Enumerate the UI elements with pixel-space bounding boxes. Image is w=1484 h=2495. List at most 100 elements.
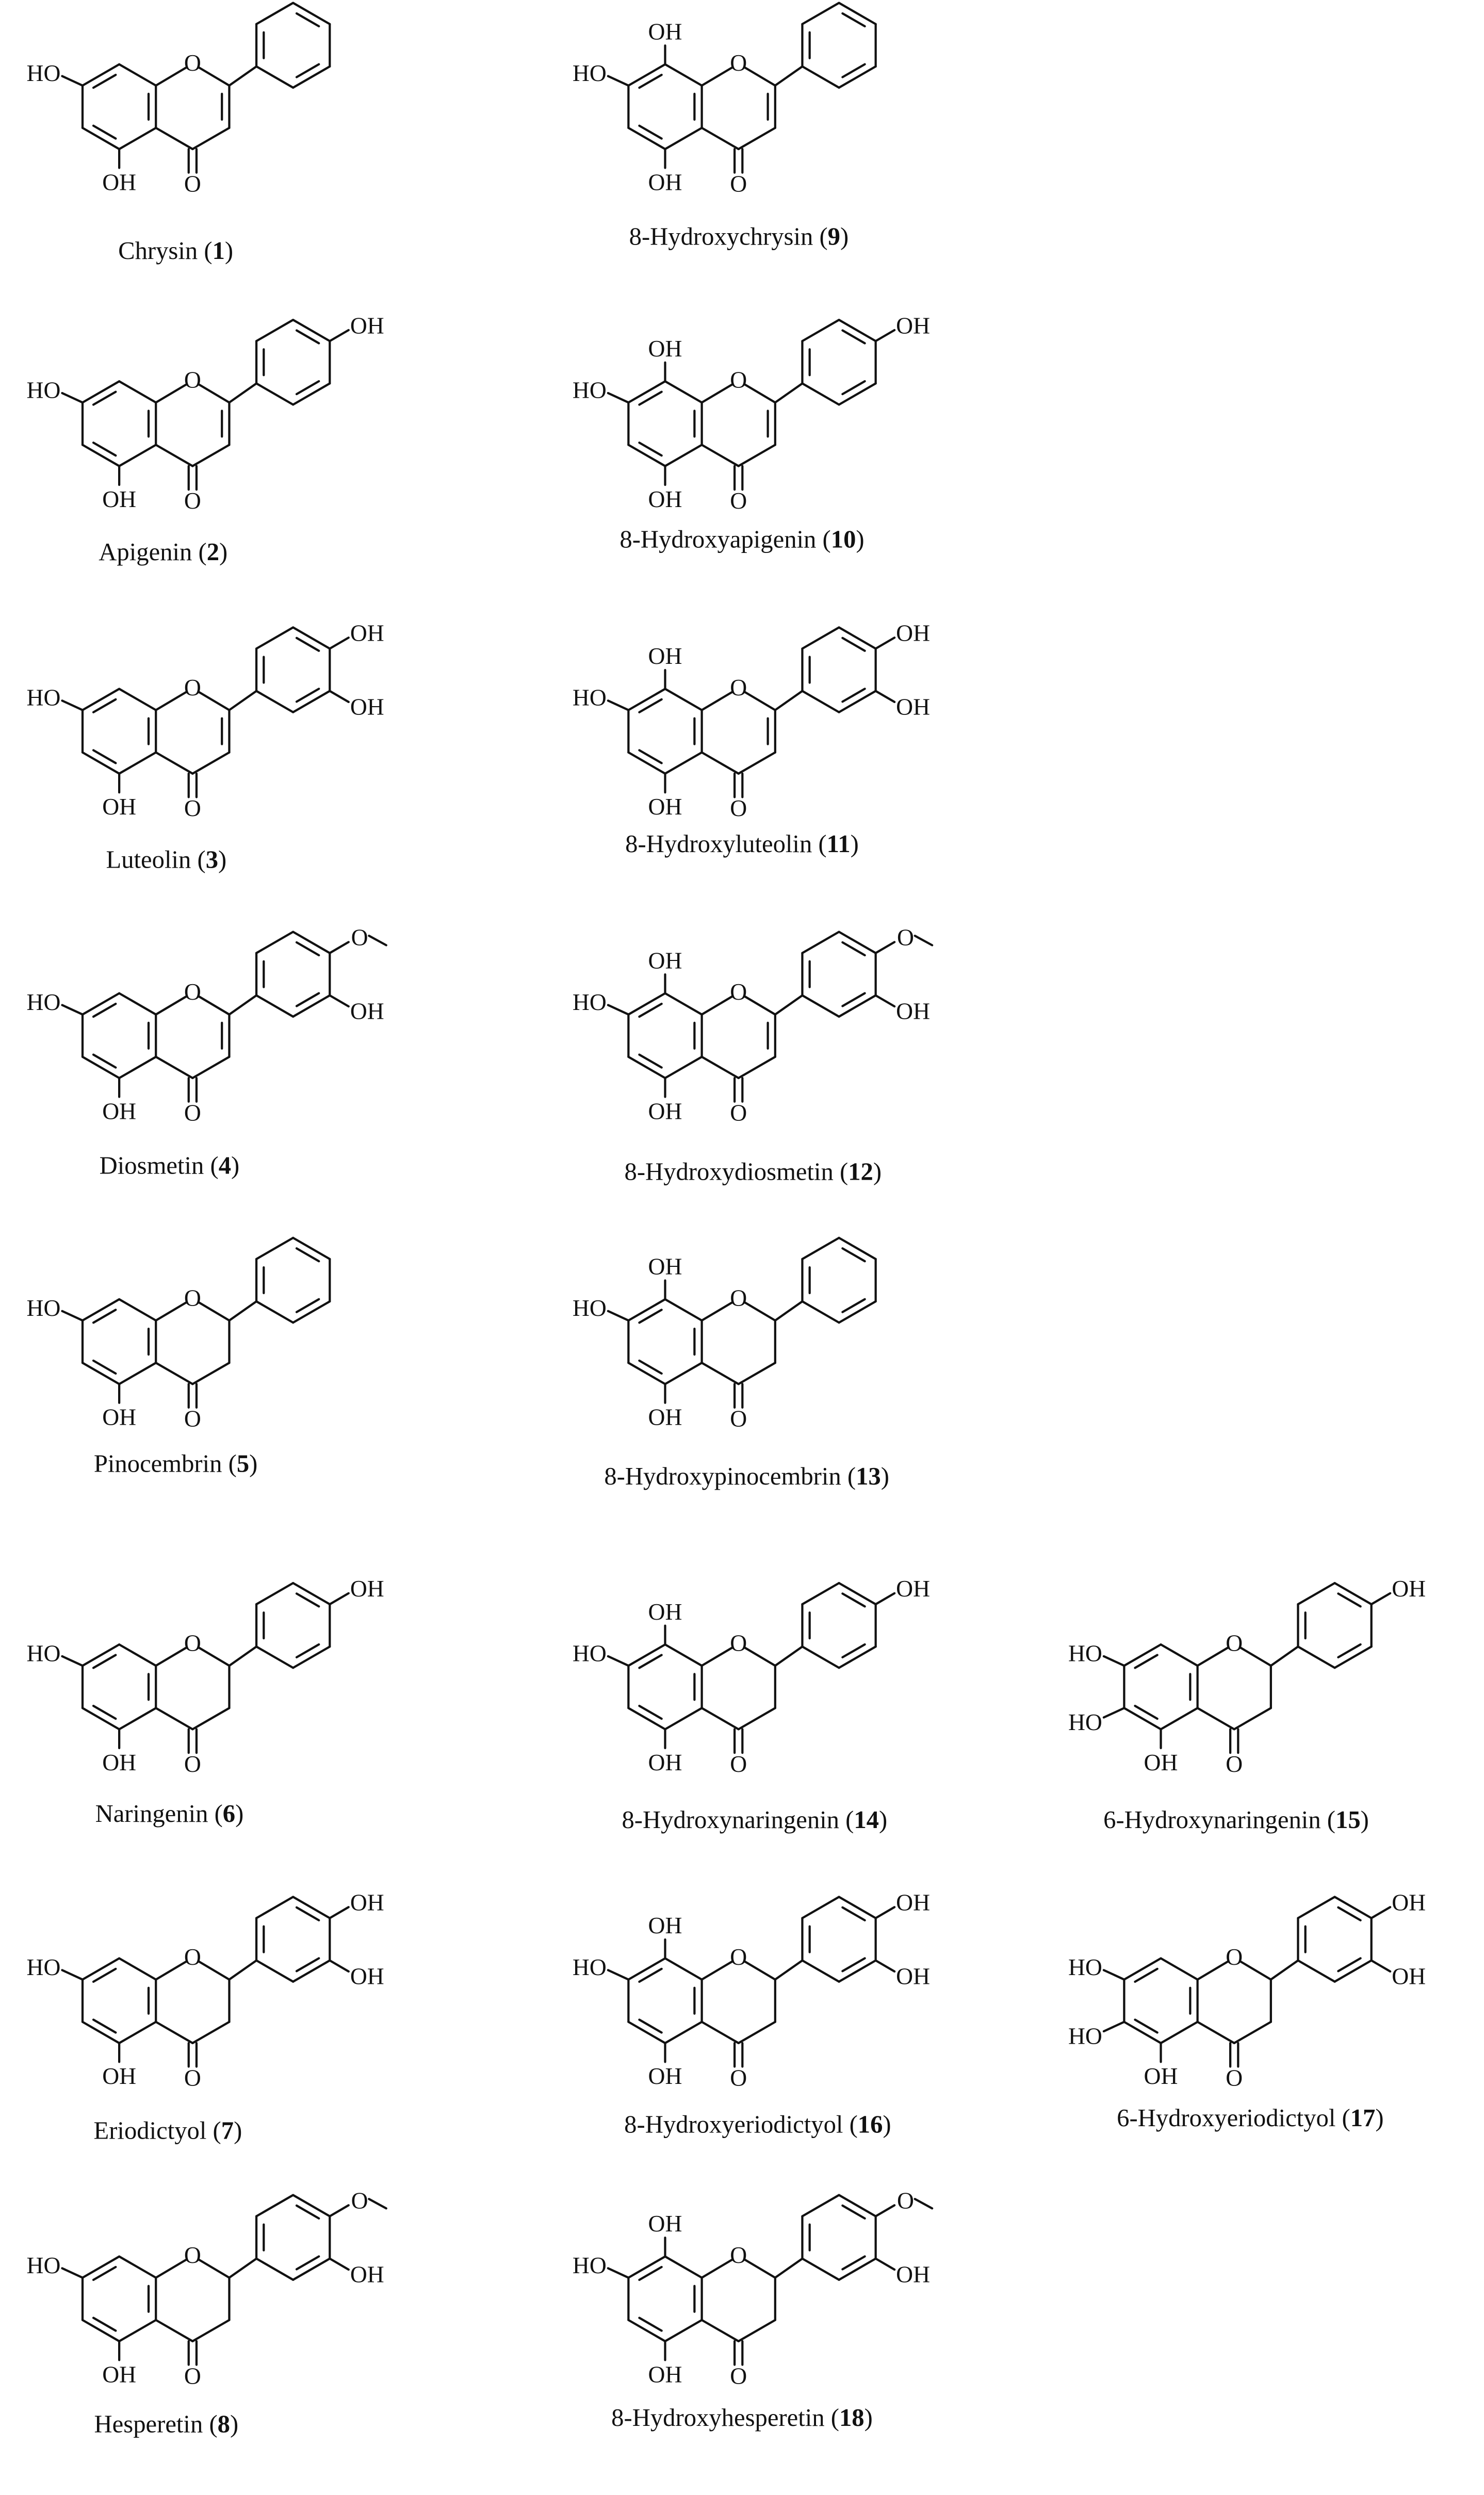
methyl-bond [914, 2197, 934, 2210]
hydroxyl-bond [61, 1655, 84, 1667]
hydroxyl-bond [329, 1592, 350, 1606]
carbonyl-oxygen-label: O [1226, 1751, 1243, 1777]
hydroxyl-8-label: OH [648, 947, 682, 973]
hydroxyl-bond [607, 699, 630, 711]
compound-number: 6 [223, 1800, 235, 1828]
c-ring-bond [191, 1361, 231, 1385]
c-ring-bond [155, 1055, 194, 1080]
a-ring-bond [627, 2319, 666, 2342]
a-ring-bond [1160, 1707, 1199, 1731]
b-ring-bond [255, 2257, 295, 2281]
ring-oxygen-label: O [1226, 1944, 1243, 1970]
hydroxyl-8-label: OH [648, 335, 682, 362]
c-ring-bond [743, 1646, 776, 1667]
c-ring-bond [155, 126, 194, 151]
methoxy-oxygen-label: O [897, 2188, 914, 2214]
compound-number: 12 [848, 1158, 873, 1186]
ring-oxygen-label: O [184, 50, 201, 76]
b-ring-bond [838, 1581, 877, 1606]
a-ring-bond [664, 1361, 703, 1385]
hydroxyl-bond [329, 2257, 350, 2271]
a-ring-bond [81, 1643, 121, 1667]
compound-caption: Apigenin (2) [99, 538, 227, 566]
carbonyl-oxygen-label: O [730, 1099, 747, 1126]
compound-caption-close: ) [234, 2116, 242, 2144]
a-ring-bond [81, 2319, 121, 2342]
double-bond [295, 63, 320, 78]
double-bond [1337, 1643, 1362, 1659]
a-ring-bond [627, 1957, 666, 1981]
a-ring-bond [1123, 1643, 1162, 1667]
double-bond [92, 124, 117, 140]
hydroxyl-4prime-label: OH [896, 1889, 930, 1916]
hydroxyl-5-label: OH [102, 2361, 136, 2387]
double-bond [295, 1643, 320, 1659]
a-ring-bond [81, 1055, 121, 1080]
hydroxyl-5-label: OH [648, 2361, 682, 2387]
b-ring-bond [1333, 1645, 1373, 1669]
hydroxyl-8-label: OH [648, 18, 682, 44]
ring-oxygen-label: O [184, 1630, 201, 1656]
b-ring-bond [292, 1896, 331, 1919]
compound-name: 8-Hydroxychrysin ( [629, 223, 828, 251]
a-ring-bond [81, 1298, 121, 1322]
b-ring-bond [255, 690, 295, 713]
hydroxyl-5-label: OH [648, 169, 682, 195]
hydroxyl-bond [1102, 2020, 1126, 2033]
hydroxyl-8-label: OH [648, 1912, 682, 1938]
hydroxyl-bond [874, 2257, 896, 2271]
hydroxyl-5-label: OH [102, 2063, 136, 2089]
a-ring-bond [81, 2020, 121, 2044]
compound-caption: 8-Hydroxynaringenin (14) [622, 1806, 887, 1834]
c-ring-bond [1196, 1646, 1229, 1667]
double-bond [295, 1592, 320, 1608]
double-bond [638, 442, 663, 457]
methoxy-bond [874, 2204, 896, 2217]
c-ring-bond [191, 2319, 231, 2342]
hydroxyl-5-label: OH [648, 1404, 682, 1430]
b-ring-bond [801, 2, 840, 25]
b-ring-bond [255, 2194, 295, 2217]
hydroxyl-bond [607, 1004, 630, 1016]
hydroxyl-5-label: OH [102, 1404, 136, 1430]
compound-caption-close: ) [231, 1152, 239, 1180]
b-ring-bond [292, 1645, 331, 1669]
c-ring-bond [743, 1960, 776, 1981]
b-ring-bond [292, 626, 331, 650]
hydroxyl-bond [329, 1906, 350, 1919]
b-ring-bond [838, 382, 877, 406]
c-ring-bond [155, 2020, 194, 2044]
methoxy-bond [329, 941, 350, 954]
a-ring-bond [627, 1643, 666, 1667]
hydroxyl-7-label: HO [573, 684, 607, 711]
double-bond [841, 688, 866, 703]
double-bond [295, 380, 320, 396]
c-ring-bond [155, 751, 194, 775]
c-ring-bond [737, 1361, 776, 1385]
hydroxyl-7-label: HO [573, 1295, 607, 1321]
double-bond [92, 2317, 117, 2332]
a-ring-bond [81, 751, 121, 775]
hydroxyl-bond [61, 1969, 84, 1981]
compound-name: 6-Hydroxyeriodictyol ( [1117, 2104, 1350, 2132]
a-ring-bond [664, 1707, 703, 1731]
double-bond [1337, 1906, 1362, 1921]
compound-name: 8-Hydroxypinocembrin ( [604, 1462, 856, 1490]
double-bond [841, 2204, 866, 2220]
carbonyl-oxygen-label: O [730, 1406, 747, 1432]
c-ring-bond [1196, 2020, 1235, 2044]
hydroxyl-5-label: OH [648, 1098, 682, 1124]
b-ring-link-bond [774, 65, 804, 87]
compound-caption: Naringenin (6) [95, 1800, 244, 1828]
compound-number: 14 [854, 1806, 879, 1834]
a-ring-bond [81, 1957, 121, 1981]
compound-caption: 8-Hydroxyeriodictyol (16) [624, 2110, 891, 2138]
hydroxyl-6-label: HO [1068, 1709, 1102, 1735]
hydroxyl-4prime-label: OH [1392, 1889, 1426, 1916]
c-ring-bond [191, 444, 231, 467]
double-bond [638, 1359, 663, 1375]
compound-name: Naringenin ( [95, 1800, 223, 1828]
